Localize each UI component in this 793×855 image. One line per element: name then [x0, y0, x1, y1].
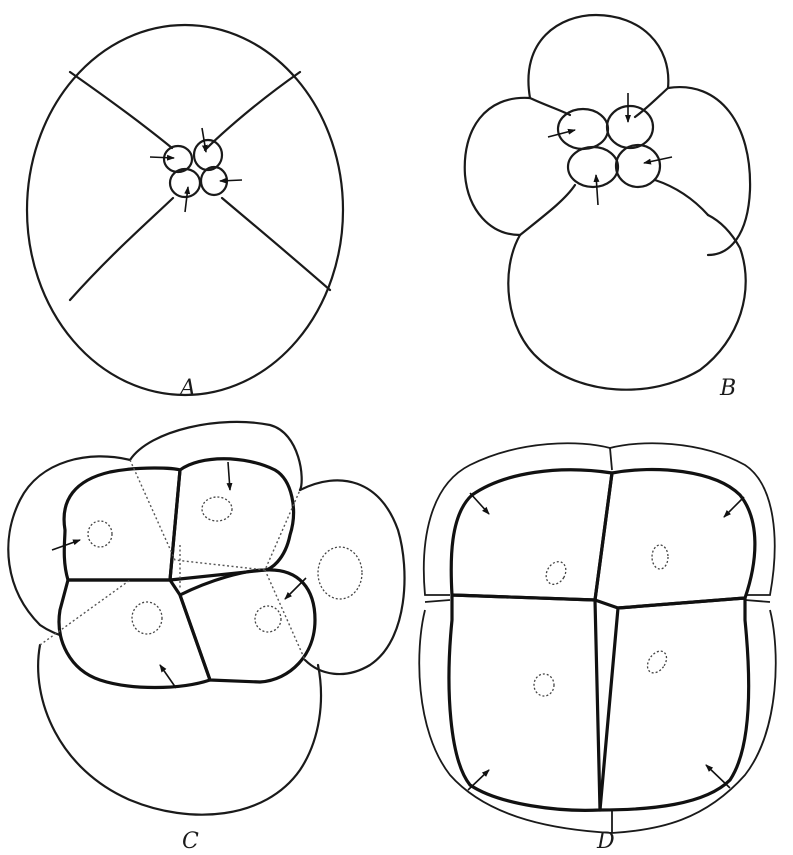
panel-label-c: C	[182, 829, 199, 854]
arrow-b-4	[596, 175, 598, 205]
shadow-c-2	[40, 580, 130, 645]
macromere-c-right	[300, 480, 405, 674]
mesomere-c-1	[64, 468, 180, 580]
blastomere-d-br	[600, 598, 749, 810]
outer-d-seam-left	[425, 600, 450, 602]
arrow-b-1	[548, 130, 575, 137]
panel-a: A	[27, 25, 343, 401]
arrow-c-2	[228, 462, 230, 490]
micromere-b-1	[558, 109, 608, 149]
outer-d-bottom-left	[419, 610, 612, 833]
mesomere-c-4	[180, 570, 315, 682]
blastomere-d-tr	[595, 469, 755, 608]
nucleus-c-1	[88, 521, 112, 547]
outer-d-top-right	[610, 443, 775, 595]
nucleus-c-5	[318, 547, 362, 599]
nucleus-c-2	[202, 497, 232, 521]
nucleus-c-3	[132, 602, 162, 634]
arrow-d-2	[724, 497, 744, 517]
macromere-c-top	[130, 422, 302, 490]
furrow-b-2	[635, 88, 668, 117]
panel-label-d: D	[596, 829, 615, 854]
blastomere-d-tl	[451, 470, 612, 600]
blastomere-d-bl	[449, 595, 600, 810]
nucleus-d-3	[534, 674, 554, 696]
arrow-a-1	[150, 157, 174, 158]
panel-b: B	[465, 15, 750, 401]
arrow-d-4	[706, 765, 730, 788]
micromere-a-3	[170, 169, 200, 197]
micromere-a-2	[194, 140, 222, 170]
nucleus-c-4	[255, 606, 281, 632]
furrow-a-ur	[205, 72, 300, 150]
panel-d: D	[419, 443, 776, 854]
furrow-b-3	[520, 185, 575, 235]
micromere-b-2	[607, 106, 653, 148]
macromere-c-left	[8, 456, 130, 635]
shadow-c-1	[130, 460, 300, 570]
outer-d-seam-right	[745, 600, 770, 602]
outer-d-seam-top	[610, 448, 612, 470]
macromere-b-top	[528, 15, 668, 98]
micromere-b-3	[568, 147, 618, 187]
macromere-b-left	[465, 98, 530, 235]
nucleus-d-4	[644, 648, 671, 677]
panel-c: C	[8, 422, 404, 854]
mesomere-c-3	[59, 580, 210, 688]
furrow-a-ul	[70, 72, 172, 148]
micromere-a-1	[164, 146, 192, 172]
macromere-b-bottom	[508, 215, 745, 390]
arrow-a-4	[185, 187, 188, 212]
furrow-a-ll	[70, 198, 173, 300]
furrow-a-lr	[222, 198, 330, 290]
arrow-d-3	[468, 770, 489, 790]
panel-label-b: B	[719, 376, 736, 401]
arrow-d-1	[470, 493, 489, 514]
arrow-a-3	[220, 180, 242, 181]
panel-label-a: A	[178, 376, 196, 401]
furrow-b-4	[655, 180, 708, 215]
nucleus-d-2	[652, 545, 668, 569]
arrow-c-3	[285, 578, 306, 599]
macromere-b-right	[668, 87, 750, 255]
furrow-b-1	[530, 98, 570, 115]
arrow-c-4	[160, 665, 176, 688]
nucleus-d-1	[542, 558, 570, 588]
micromere-b-4	[616, 145, 660, 187]
shadow-c-3	[265, 570, 305, 660]
